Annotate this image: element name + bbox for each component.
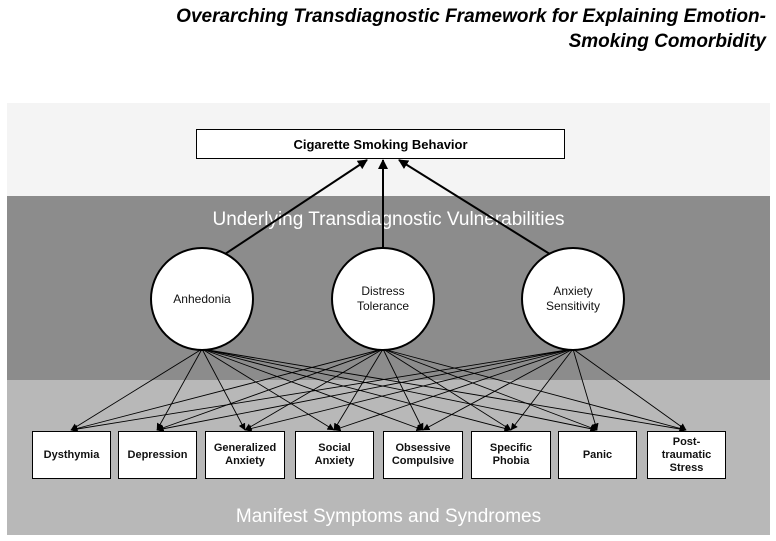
outcome-box: Cigarette Smoking Behavior (196, 129, 565, 159)
symptom-label: Generalized Anxiety (213, 442, 277, 467)
symptom-depression: Depression (118, 431, 197, 479)
outcome-label: Cigarette Smoking Behavior (293, 136, 468, 152)
vulnerability-anhedonia: Anhedonia (150, 247, 254, 351)
arrow-to-symptom (382, 348, 512, 431)
arrow-to-symptom (333, 348, 574, 432)
arrow-to-symptom (244, 348, 384, 431)
figure-title: Overarching Transdiagnostic Framework fo… (66, 4, 766, 54)
symptom-label: Depression (127, 448, 188, 461)
symptom-label: Dysthymia (43, 448, 100, 461)
symptom-obsessive-compulsive: Obsessive Compulsive (383, 431, 463, 479)
arrow-to-symptom (382, 348, 687, 432)
vulnerabilities-band-label: Underlying Transdiagnostic Vulnerabiliti… (212, 209, 565, 230)
vulnerability-anxiety-sensitivity: Anxiety Sensitivity (521, 247, 625, 351)
symptom-social-anxiety: Social Anxiety (295, 431, 374, 479)
arrow-to-symptom (382, 348, 424, 431)
symptom-specific-phobia: Specific Phobia (471, 431, 551, 479)
arrow-to-symptom (244, 348, 574, 432)
arrow-to-symptom (201, 348, 335, 431)
symptom-label: Specific Phobia (489, 442, 533, 467)
arrow-to-symptom (70, 348, 574, 433)
arrow-to-symptom (70, 348, 384, 432)
vulnerability-distress-tolerance: Distress Tolerance (331, 247, 435, 351)
symptom-label: Obsessive Compulsive (391, 442, 455, 467)
arrow-to-symptom (201, 348, 512, 432)
arrow-to-symptom (156, 348, 384, 432)
vulnerability-label: Anxiety Sensitivity (545, 284, 601, 313)
arrow-to-symptom (156, 348, 574, 433)
arrow-to-outcome (221, 159, 368, 257)
symptom-label: Social Anxiety (314, 442, 355, 467)
figure-title-line-2: Smoking Comorbidity (568, 31, 766, 52)
arrow-to-symptom (156, 348, 203, 431)
vulnerability-label: Anhedonia (173, 291, 231, 306)
figure-title-line-1: Overarching Transdiagnostic Framework fo… (176, 6, 766, 27)
symptom-generalized-anxiety: Generalized Anxiety (205, 431, 285, 479)
arrow-to-symptom (422, 348, 574, 431)
arrow-to-symptom (572, 348, 599, 431)
symptoms-band-label: Manifest Symptoms and Syndromes (235, 506, 542, 527)
arrow-to-symptom (201, 348, 687, 433)
symptom-panic: Panic (558, 431, 637, 479)
arrow-to-symptom (333, 348, 384, 431)
arrow-to-outcome (398, 159, 554, 257)
symptom-label: Post-traumatic Stress (661, 435, 712, 474)
arrow-to-symptom (510, 348, 574, 431)
symptom-dysthymia: Dysthymia (32, 431, 111, 479)
vulnerability-label: Distress Tolerance (356, 284, 410, 313)
symptom-label: Panic (582, 448, 613, 461)
arrow-to-symptom (201, 348, 598, 433)
arrow-to-symptom (201, 348, 424, 432)
arrow-to-symptom (382, 348, 598, 431)
arrow-to-symptom (70, 348, 203, 431)
arrow-to-symptom (201, 348, 246, 431)
arrow-to-symptom (572, 348, 687, 431)
symptom-post-traumatic-stress: Post-traumatic Stress (647, 431, 726, 479)
